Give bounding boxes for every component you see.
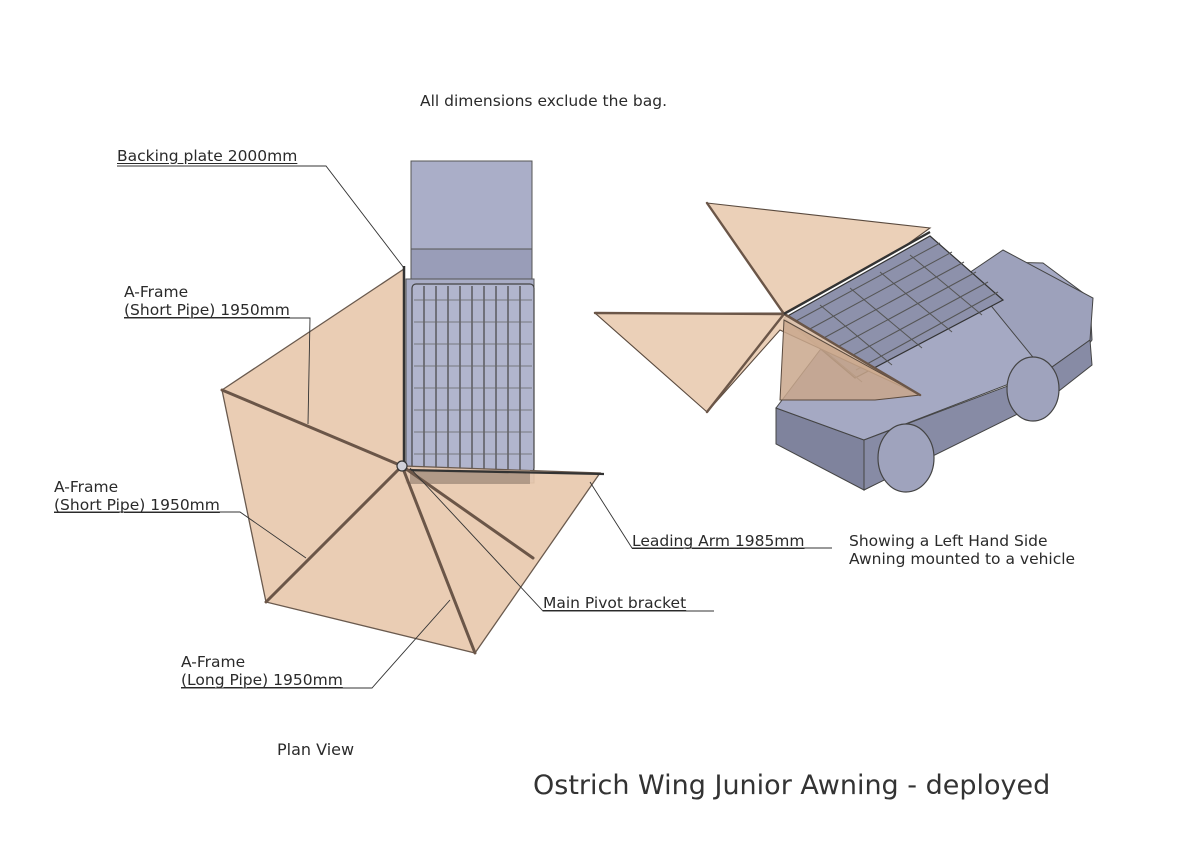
aframe-long-line1: A-Frame xyxy=(181,653,246,671)
iso-backing-plate xyxy=(783,230,931,316)
iso-vehicle-cab xyxy=(965,249,1094,373)
plan-aframe-long xyxy=(400,464,477,655)
leading-arm-label: Leading Arm 1985mm xyxy=(632,532,805,550)
aframe-long-label: A-Frame (Long Pipe) 1950mm xyxy=(181,653,343,689)
iso-view xyxy=(593,201,1094,493)
aframe-short-1-label: A-Frame (Short Pipe) 1950mm xyxy=(124,283,290,319)
aframe-short-1-line2: (Short Pipe) 1950mm xyxy=(124,301,290,319)
plan-main-pivot xyxy=(396,460,408,472)
iso-aframes xyxy=(593,201,922,414)
plan-leader-lines xyxy=(54,165,832,689)
aframe-short-2-line1: A-Frame xyxy=(54,478,119,496)
plan-vehicle-cab xyxy=(410,248,533,280)
iso-rear-wheel xyxy=(1006,356,1060,422)
plan-view xyxy=(54,160,832,689)
main-pivot-label: Main Pivot bracket xyxy=(543,594,687,612)
plan-bag-shadow xyxy=(410,470,530,484)
backing-plate-label: Backing plate 2000mm xyxy=(117,147,298,165)
plan-leading-arm xyxy=(403,468,605,476)
iso-awning-front-panel xyxy=(779,319,922,401)
aframe-short-2-label: A-Frame (Short Pipe) 1950mm xyxy=(54,478,220,514)
plan-roof-rack xyxy=(411,283,535,473)
aframe-short-1-line1: A-Frame xyxy=(124,283,189,301)
plan-view-label: Plan View xyxy=(277,740,355,759)
plan-aframe-short-2 xyxy=(264,464,404,604)
plan-aframe-mid xyxy=(400,464,535,560)
plan-aframe-short-1 xyxy=(220,388,404,468)
plan-aframes xyxy=(220,388,535,655)
aframe-long-line2: (Long Pipe) 1950mm xyxy=(181,671,343,689)
vehicle-caption-line1: Showing a Left Hand Side xyxy=(849,532,1048,550)
diagram-title: Ostrich Wing Junior Awning - deployed xyxy=(533,770,1051,801)
aframe-short-2-line2: (Short Pipe) 1950mm xyxy=(54,496,220,514)
vehicle-caption: Showing a Left Hand Side Awning mounted … xyxy=(849,532,1075,568)
vehicle-caption-line2: Awning mounted to a vehicle xyxy=(849,550,1076,568)
iso-front-wheel xyxy=(877,423,935,493)
header-note: All dimensions exclude the bag. xyxy=(420,92,668,110)
